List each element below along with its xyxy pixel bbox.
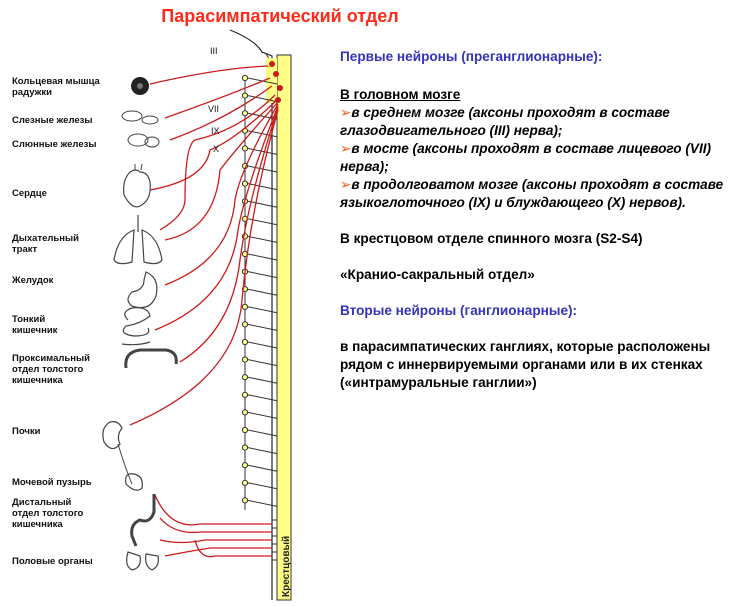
second-neurons-heading: Вторые нейроны (ганглионарные): (340, 303, 578, 318)
organ-label-kidneys: Почки (12, 426, 41, 437)
spinal-nerve-line (247, 359, 278, 367)
lacrimal-gland-icon (121, 110, 159, 125)
salivary-gland-icon (127, 133, 160, 148)
spinal-segments (247, 77, 278, 561)
ganglion-dot (241, 444, 249, 451)
arrow-icon: ➢ (340, 141, 352, 156)
spinal-nerve-line (247, 253, 278, 261)
lungs-icon (113, 215, 163, 265)
spinal-nerve-line (247, 411, 278, 419)
organ-label-heart: Сердце (12, 188, 47, 199)
proximal-colon-icon (124, 348, 178, 369)
nerve-pathways (129, 65, 279, 558)
organ-label-distal-colon: Дистальный отдел толстого кишечника (12, 497, 84, 530)
sacral-text: В крестцовом отделе спинного мозга (S2-S… (340, 231, 643, 246)
ganglion-dot (241, 409, 249, 416)
nerve-label-ix: IX (211, 126, 220, 136)
spinal-nerve-line (247, 130, 278, 138)
spinal-nerve-line (247, 147, 278, 155)
spinal-nerve-line (247, 183, 278, 191)
spinal-nerve-line (247, 306, 278, 314)
spinal-cord (229, 29, 292, 601)
item-medulla: ➢в продолговатом мозге (аксоны проходят … (340, 177, 724, 210)
ganglion-dot (241, 145, 249, 152)
distal-colon-icon (130, 494, 156, 547)
ganglion-dot (241, 321, 249, 328)
ganglion-dot (241, 110, 249, 117)
ganglia-text: в парасимпатических ганглиях, которые ра… (340, 339, 711, 390)
spinal-nerve-line (247, 95, 278, 103)
nerve-label-x: X (213, 144, 220, 154)
brain-heading: В головном мозге (340, 87, 461, 102)
nerve-label-iii: III (210, 46, 218, 56)
ganglion-dot (241, 338, 249, 346)
item-midbrain: ➢в среднем мозге (аксоны проходят в сост… (340, 105, 670, 138)
ganglion-dot (241, 74, 249, 82)
spinal-nerve-line (247, 376, 278, 384)
ganglion-dot (241, 180, 249, 187)
organ-label-iris-muscle: Кольцевая мышца радужки (12, 76, 100, 98)
bladder-icon (125, 473, 143, 491)
first-neurons-heading: Первые нейроны (преганглионарные): (340, 49, 603, 64)
arrow-icon: ➢ (340, 177, 352, 192)
ganglion-dot (241, 356, 249, 363)
ganglia-dots (241, 74, 249, 504)
ganglion-dot (241, 374, 249, 381)
spinal-nerve-line (247, 464, 278, 472)
organ-label-stomach: Желудок (12, 275, 54, 286)
ganglion-dot (241, 497, 249, 504)
nerve-label-vii: VII (208, 104, 220, 114)
ganglion-dot (241, 479, 249, 486)
spinal-nerve-line (247, 394, 278, 402)
ganglion-dot (241, 391, 249, 398)
spinal-nerve-line (247, 200, 278, 208)
kidney-icon (102, 421, 133, 485)
organ-label-bladder: Мочевой пузырь (12, 477, 92, 488)
spinal-nerve-line (247, 341, 278, 349)
ganglion-dot (241, 303, 249, 310)
item-pons: ➢в мосте (аксоны проходят в составе лице… (340, 141, 712, 174)
cranio-sacral-text: «Кранио-сакральный отдел» (340, 267, 535, 282)
organ-label-respiratory-tract: Дыхательный тракт (12, 233, 79, 255)
description-panel: Первые нейроны (преганглионарные): В гол… (340, 48, 735, 392)
heart-icon (123, 163, 151, 208)
page-title: Парасимпатический отдел (161, 6, 399, 26)
iris-icon (131, 77, 149, 95)
spinal-nerve-line (247, 271, 278, 279)
ganglion-dot (241, 462, 249, 469)
organ-label-genitals: Половые органы (12, 556, 93, 567)
stomach-icon (127, 271, 158, 309)
genitals-icon (126, 551, 159, 571)
spinal-nerve-line (247, 482, 278, 490)
spinal-nerve-line (247, 323, 278, 331)
spinal-nerve-line (247, 288, 278, 296)
ganglion-dot (241, 92, 249, 99)
small-intestine-icon (121, 307, 151, 346)
spinal-nerve-line (247, 235, 278, 243)
ganglion-dot (241, 426, 249, 434)
arrow-icon: ➢ (340, 105, 352, 120)
organ-label-small-intestine: Тонкий кишечник (12, 314, 58, 336)
spinal-nerve-line (247, 499, 278, 507)
organ-label-salivary-glands: Слюнные железы (12, 139, 97, 150)
organ-label-lacrimal-glands: Слезные железы (12, 115, 93, 126)
sacral-label: Крестцовый (281, 535, 292, 597)
organ-label-proximal-colon: Проксимальный отдел толстого кишечника (12, 353, 90, 386)
spinal-nerve-line (247, 447, 278, 455)
spinal-nerve-line (247, 429, 278, 437)
